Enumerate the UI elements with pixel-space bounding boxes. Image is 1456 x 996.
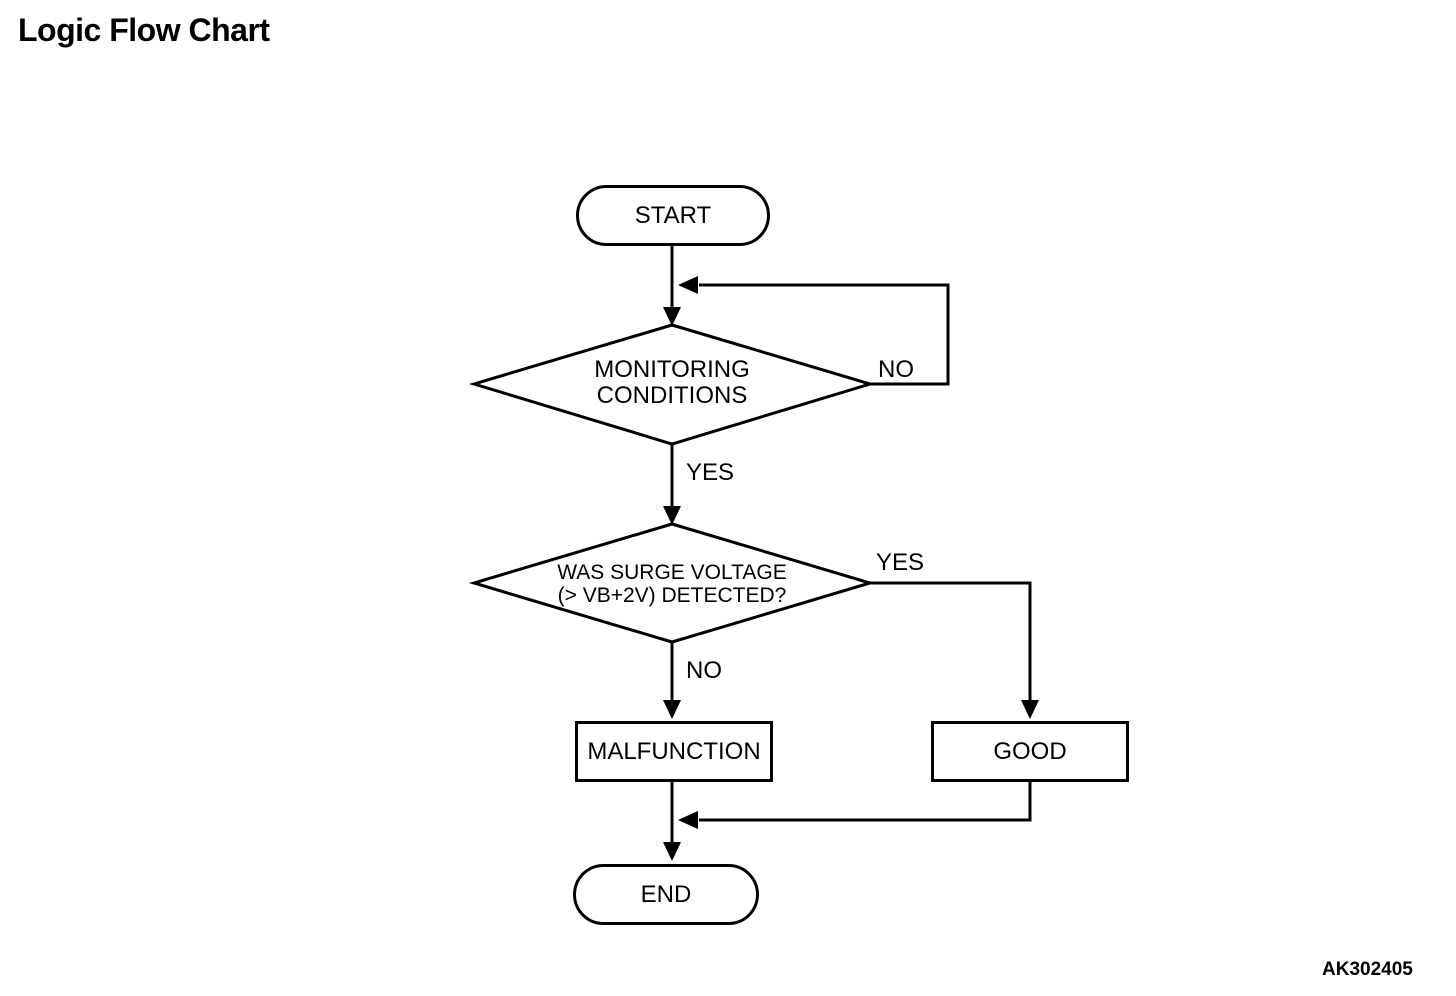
arrowhead-down-icon	[663, 700, 681, 719]
figure-code: AK302405	[1322, 959, 1413, 980]
monitoring-label-line2: CONDITIONS	[596, 382, 748, 409]
edge-label-surge-yes: YES	[876, 549, 925, 576]
edge-surge-yes-to-good	[868, 581, 1039, 719]
surge-label-line1: WAS SURGE VOLTAGE	[557, 561, 787, 584]
node-monitoring-conditions-label: MONITORING CONDITIONS	[474, 357, 870, 409]
node-end: END	[573, 864, 759, 925]
edge-monitoring-no-loop	[678, 276, 950, 386]
edge-label-surge-no: NO	[686, 657, 722, 684]
node-start-label: START	[634, 201, 712, 229]
page-title: Logic Flow Chart	[18, 12, 270, 48]
edge-label-monitoring-no: NO	[878, 356, 914, 383]
surge-label-line2: (> VB+2V) DETECTED?	[557, 584, 787, 607]
node-malfunction-label: MALFUNCTION	[587, 737, 761, 765]
arrowhead-down-icon	[1021, 700, 1039, 719]
edge-start-to-monitoring	[663, 246, 681, 326]
edge-label-monitoring-yes: YES	[686, 459, 735, 486]
arrowhead-down-icon	[663, 307, 681, 326]
arrowhead-down-icon	[663, 842, 681, 861]
edge-surge-no-to-malfunction	[663, 642, 681, 719]
edge-malfunction-to-end	[663, 782, 681, 861]
edge-good-to-end-merge	[678, 782, 1032, 829]
monitoring-label-line1: MONITORING	[594, 356, 750, 383]
node-malfunction: MALFUNCTION	[575, 721, 773, 782]
arrowhead-down-icon	[663, 506, 681, 525]
node-good: GOOD	[931, 721, 1129, 782]
node-start: START	[576, 185, 770, 246]
edge-monitoring-yes	[663, 444, 681, 525]
node-surge-voltage-label: WAS SURGE VOLTAGE (> VB+2V) DETECTED?	[474, 561, 870, 607]
arrowhead-left-icon	[678, 276, 698, 294]
arrowhead-left-icon	[678, 811, 698, 829]
node-good-label: GOOD	[993, 737, 1067, 765]
node-end-label: END	[640, 880, 692, 908]
